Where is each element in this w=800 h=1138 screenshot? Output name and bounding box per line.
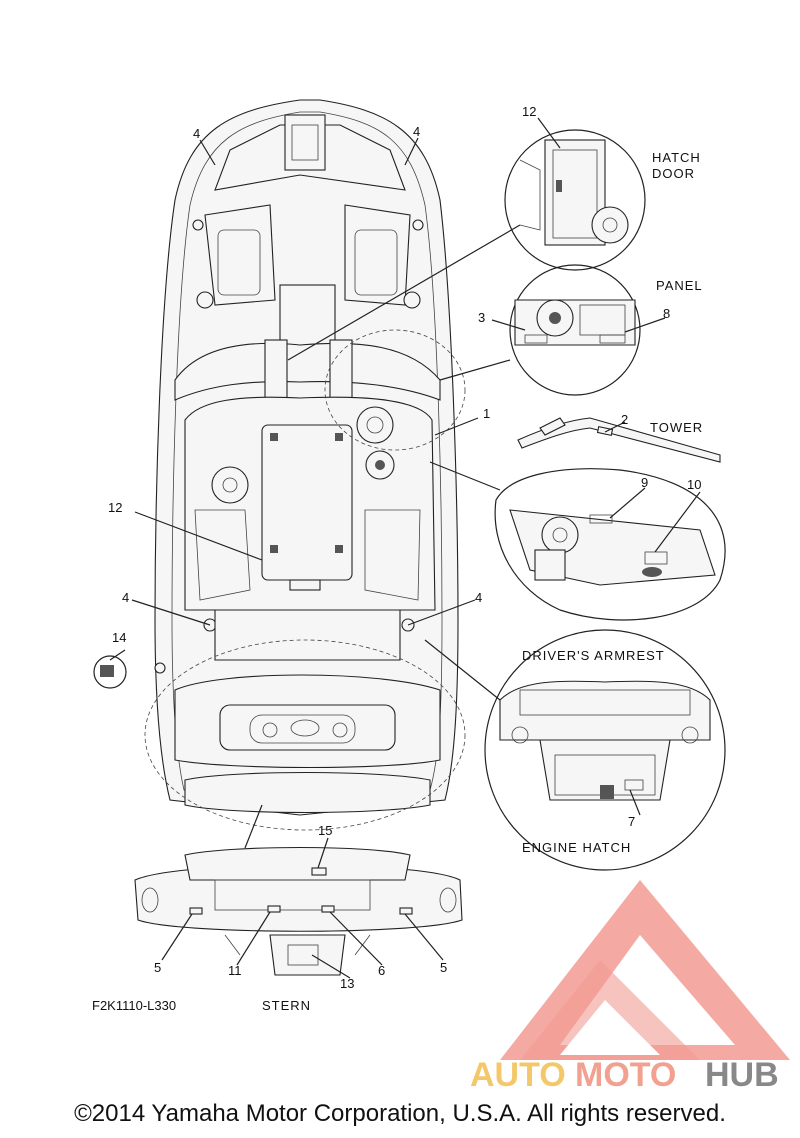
view-label-tower: TOWER: [650, 420, 703, 435]
engine-hatch-detail: [484, 629, 726, 871]
callout-4b: 4: [413, 124, 420, 139]
callout-4d: 4: [475, 590, 482, 605]
callout-7: 7: [628, 814, 635, 829]
view-label-stern: STERN: [262, 998, 311, 1013]
callout-10: 10: [687, 477, 701, 492]
callout-14: 14: [112, 630, 126, 645]
callout-1: 1: [483, 406, 490, 421]
callout-9: 9: [641, 475, 648, 490]
callout-8: 8: [663, 306, 670, 321]
callout-11: 11: [228, 963, 242, 978]
callout-12a: 12: [522, 104, 536, 119]
boat-top-view: [144, 99, 466, 831]
watermark-logo-icon: [500, 880, 790, 1060]
callout-4c: 4: [122, 590, 129, 605]
watermark-hub: HUB: [705, 1056, 779, 1094]
panel-detail: [509, 264, 641, 396]
callout-6: 6: [378, 963, 385, 978]
view-label-engine-hatch: ENGINE HATCH: [522, 840, 631, 855]
view-label-panel: PANEL: [656, 278, 703, 293]
callout-15: 15: [318, 823, 332, 838]
callout-5b: 5: [440, 960, 447, 975]
callout-13: 13: [340, 976, 354, 991]
drivers-armrest-detail: [494, 468, 726, 621]
callout-2: 2: [621, 412, 628, 427]
callout-4a: 4: [193, 126, 200, 141]
watermark-moto: MOTO: [575, 1056, 676, 1094]
stern-detail: [134, 846, 463, 976]
watermark-auto: AUTO: [470, 1056, 566, 1094]
copyright-notice: ©2014 Yamaha Motor Corporation, U.S.A. A…: [74, 1100, 726, 1127]
callout-5a: 5: [154, 960, 161, 975]
view-label-hatch-door-line1: HATCH: [652, 150, 701, 165]
callout-numbers: 4 4 12 3 8 1 2 9 10 12 4 4 14 7 15 5 11 …: [108, 104, 701, 991]
tower-detail: [517, 417, 721, 463]
leader-lines: [109, 117, 701, 979]
callout-12b: 12: [108, 500, 122, 515]
view-label-drivers-armrest: DRIVER'S ARMREST: [522, 648, 665, 663]
part-code: F2K1110-L330: [92, 998, 176, 1013]
view-label-hatch-door-line2: DOOR: [652, 166, 695, 181]
watermark-text: AUTO MOTO HUB: [470, 1056, 779, 1094]
hatch-door-detail: [504, 129, 646, 271]
callout-3: 3: [478, 310, 485, 325]
item-14-detail: [93, 655, 166, 689]
